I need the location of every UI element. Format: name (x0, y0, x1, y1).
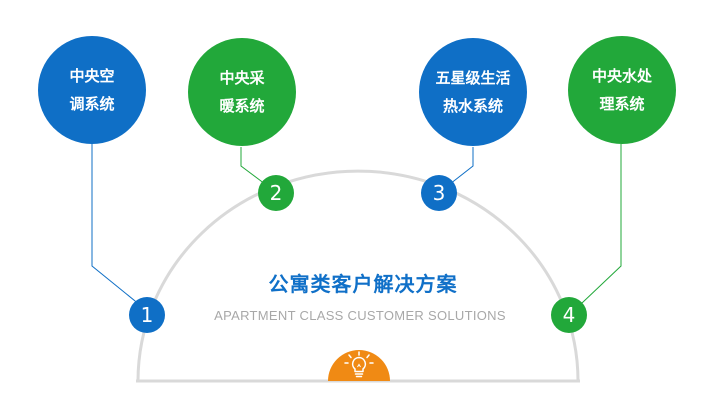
solution-circle-water-treatment[interactable]: 中央水处 理系统 (568, 36, 676, 144)
solution-circle-central-heating[interactable]: 中央采 暖系统 (188, 38, 296, 146)
number-badge-4: 4 (551, 297, 587, 333)
solution-circle-hot-water[interactable]: 五星级生活 热水系统 (419, 38, 527, 146)
connector-1 (91, 144, 141, 306)
solution-label-line2: 暖系统 (219, 97, 265, 115)
lightbulb-badge (328, 350, 390, 381)
connector-3 (449, 147, 474, 185)
solution-label-line2: 理系统 (599, 95, 645, 113)
solution-label-line1: 中央采 (219, 69, 265, 87)
solution-label-line1: 中央水处 (591, 67, 652, 85)
semicircle-arc (136, 169, 580, 382)
number-badge-1: 1 (129, 297, 165, 333)
connector-4 (581, 144, 622, 304)
solution-label-line1: 中央空 (69, 67, 115, 85)
solution-label-line1: 五星级生活 (435, 69, 511, 87)
solution-label-line2: 热水系统 (442, 97, 503, 115)
connector-2 (240, 147, 266, 185)
number-badge-2: 2 (258, 175, 294, 211)
number-badge-3: 3 (421, 175, 457, 211)
center-subtitle: APARTMENT CLASS CUSTOMER SOLUTIONS (214, 308, 506, 323)
solution-circle-central-ac[interactable]: 中央空 调系统 (38, 36, 146, 144)
solution-label-line2: 调系统 (69, 95, 115, 113)
center-title: 公寓类客户解决方案 (268, 272, 458, 296)
lightbulb-icon (344, 351, 374, 378)
